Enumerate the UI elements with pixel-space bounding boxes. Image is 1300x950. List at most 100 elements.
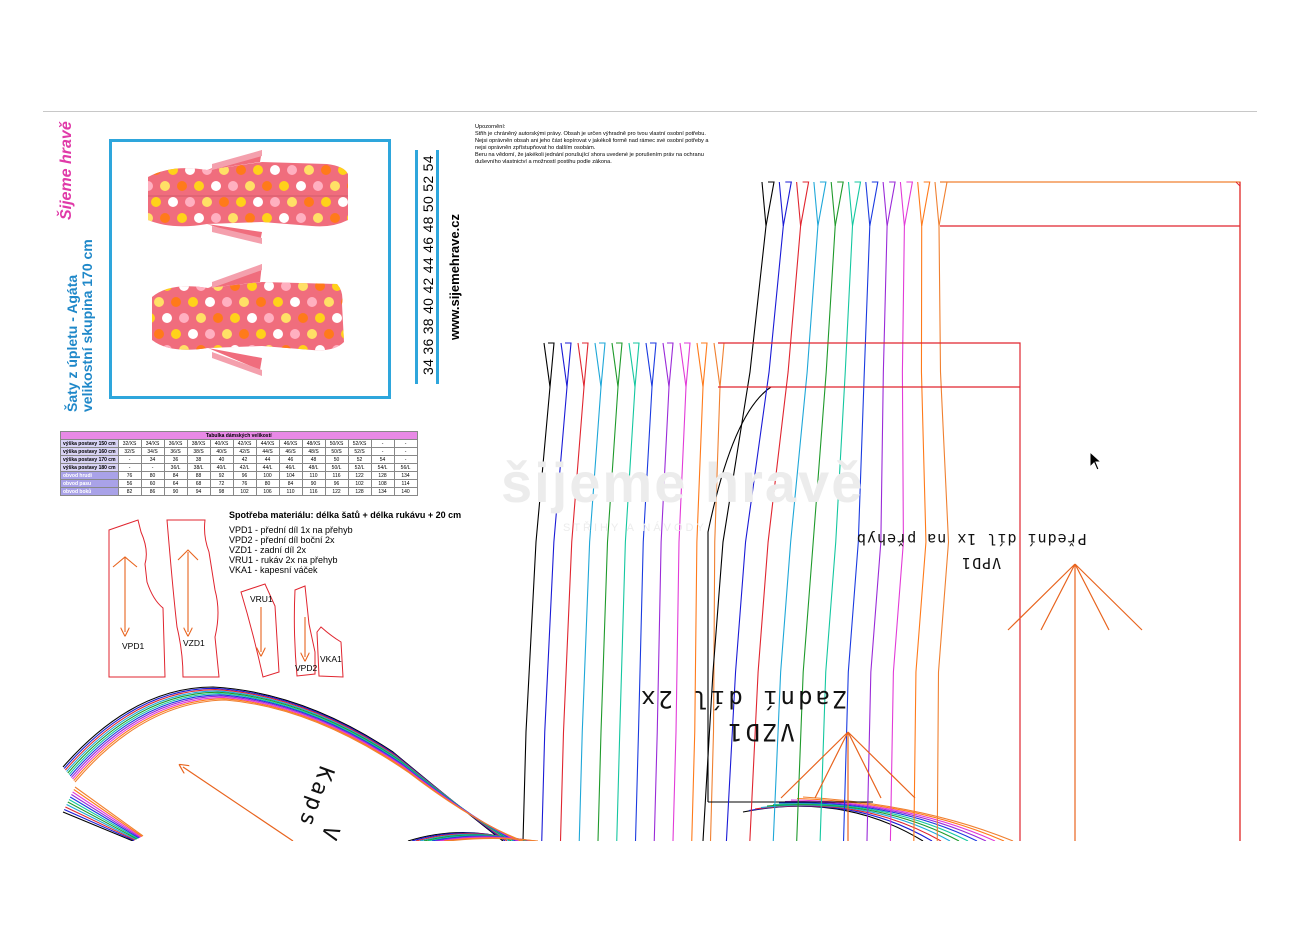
polka-dot [313,213,323,223]
sleeve-size-line [65,806,136,841]
polka-dot [287,197,297,207]
size-table-cell: 128 [370,471,395,480]
size-table-cell: 34 [140,455,165,464]
polka-dot [349,281,359,291]
size-table-cell: 122 [324,487,349,496]
size-table-cell: 86 [140,487,165,496]
polka-dot [247,282,257,291]
size-table-cell: 102 [347,479,372,488]
polka-dot [196,345,206,351]
front-size-line [830,181,836,227]
title-line-1: Šaty z úpletu - Agáta [64,274,80,412]
front-size-line [866,181,896,841]
polka-dot [341,297,344,307]
front-piece-title: Přední díl 1x na přehyb [856,530,1087,548]
sleeve-size-line [74,699,524,841]
product-illustration [109,139,391,399]
size-table-cell: 76 [232,479,257,488]
front-piece-outline [940,181,1241,841]
back-size-line [522,342,555,841]
back-piece-title: Zadní díl 2x [638,685,848,713]
polka-dot [281,345,291,351]
piece-label-vka1: VKA1 [320,654,342,664]
notice-line: Střih je chráněný autorskými právy. Obsa… [475,131,706,137]
polka-dot [160,181,170,191]
size-table-cell: - [393,447,418,456]
size-table-cell: 134 [393,471,418,480]
sleeve-size-line [68,799,139,839]
size-table-cell: 84 [278,479,303,488]
polka-dot [239,329,249,339]
back-size-line [597,342,623,841]
polka-dot [219,197,229,207]
polka-dot [154,297,164,307]
size-table-cell: 54/L [370,463,395,472]
size-table-cell: 116 [301,487,326,496]
size-table-cell: 100 [255,471,280,480]
back-size-line [691,342,708,841]
size-table-cell: 52/L [347,463,372,472]
size-table-cell: 48/S [301,447,326,456]
polka-dot [245,181,255,191]
polka-dot [194,181,204,191]
size-table-cell: 50/XS [324,439,349,448]
polka-dot [205,329,215,339]
polka-dot [332,345,342,351]
polka-dot [273,329,283,339]
size-table-cell: 80 [255,479,280,488]
size-table-cell: 46/L [278,463,303,472]
polka-dot [168,197,178,207]
polka-dot [202,165,212,175]
front-size-line [778,181,784,227]
size-table-cell: 50/S [324,447,349,456]
back-size-line [713,342,721,388]
polka-dot [321,165,331,175]
consumption-item: VPD1 - přední díl 1x na přehyb [229,525,353,535]
sleeve-size-line [72,791,142,838]
back-hem-line [796,797,1005,841]
front-size-line [813,181,819,227]
polka-dot [349,313,359,323]
size-table-cell: 46/S [278,447,303,456]
front-piece-size-lines [702,181,950,841]
polka-dot [304,197,314,207]
polka-dot [321,197,331,207]
sleeve-size-line [66,690,510,841]
back-piece-outline [718,342,1021,841]
polka-dot [247,345,257,351]
polka-dot [152,313,155,323]
polka-dot [290,329,300,339]
size-table-cell: - [393,455,418,464]
polka-dot [270,165,280,175]
polka-dot [162,345,172,351]
back-hem-line [760,804,951,841]
size-table-cell: 52 [347,455,372,464]
back-size-line [645,342,653,388]
front-size-line [913,181,931,841]
polka-dot [253,165,263,175]
title-line-2: velikostní skupina 170 cm [79,239,95,412]
polka-dot [304,165,314,175]
polka-dot [279,213,289,223]
size-table-cell: 50 [324,455,349,464]
dress-illustration [148,150,359,376]
polka-dot [236,197,246,207]
polka-dot [152,282,155,291]
polka-dot [179,345,189,351]
back-piece-code: VZD1 [725,718,795,746]
sizes-divider-right [436,150,439,384]
polka-dot [341,329,344,339]
sleeve-size-line [64,689,508,841]
size-table-cell: 44/S [255,447,280,456]
back-hem-line [802,796,1014,841]
front-size-line [847,181,854,227]
size-table-cell: 98 [209,487,234,496]
front-size-line [702,181,775,841]
polka-dot [264,345,274,351]
size-table-cell: 46/XS [278,439,303,448]
sleeve-size-lines [62,686,539,841]
